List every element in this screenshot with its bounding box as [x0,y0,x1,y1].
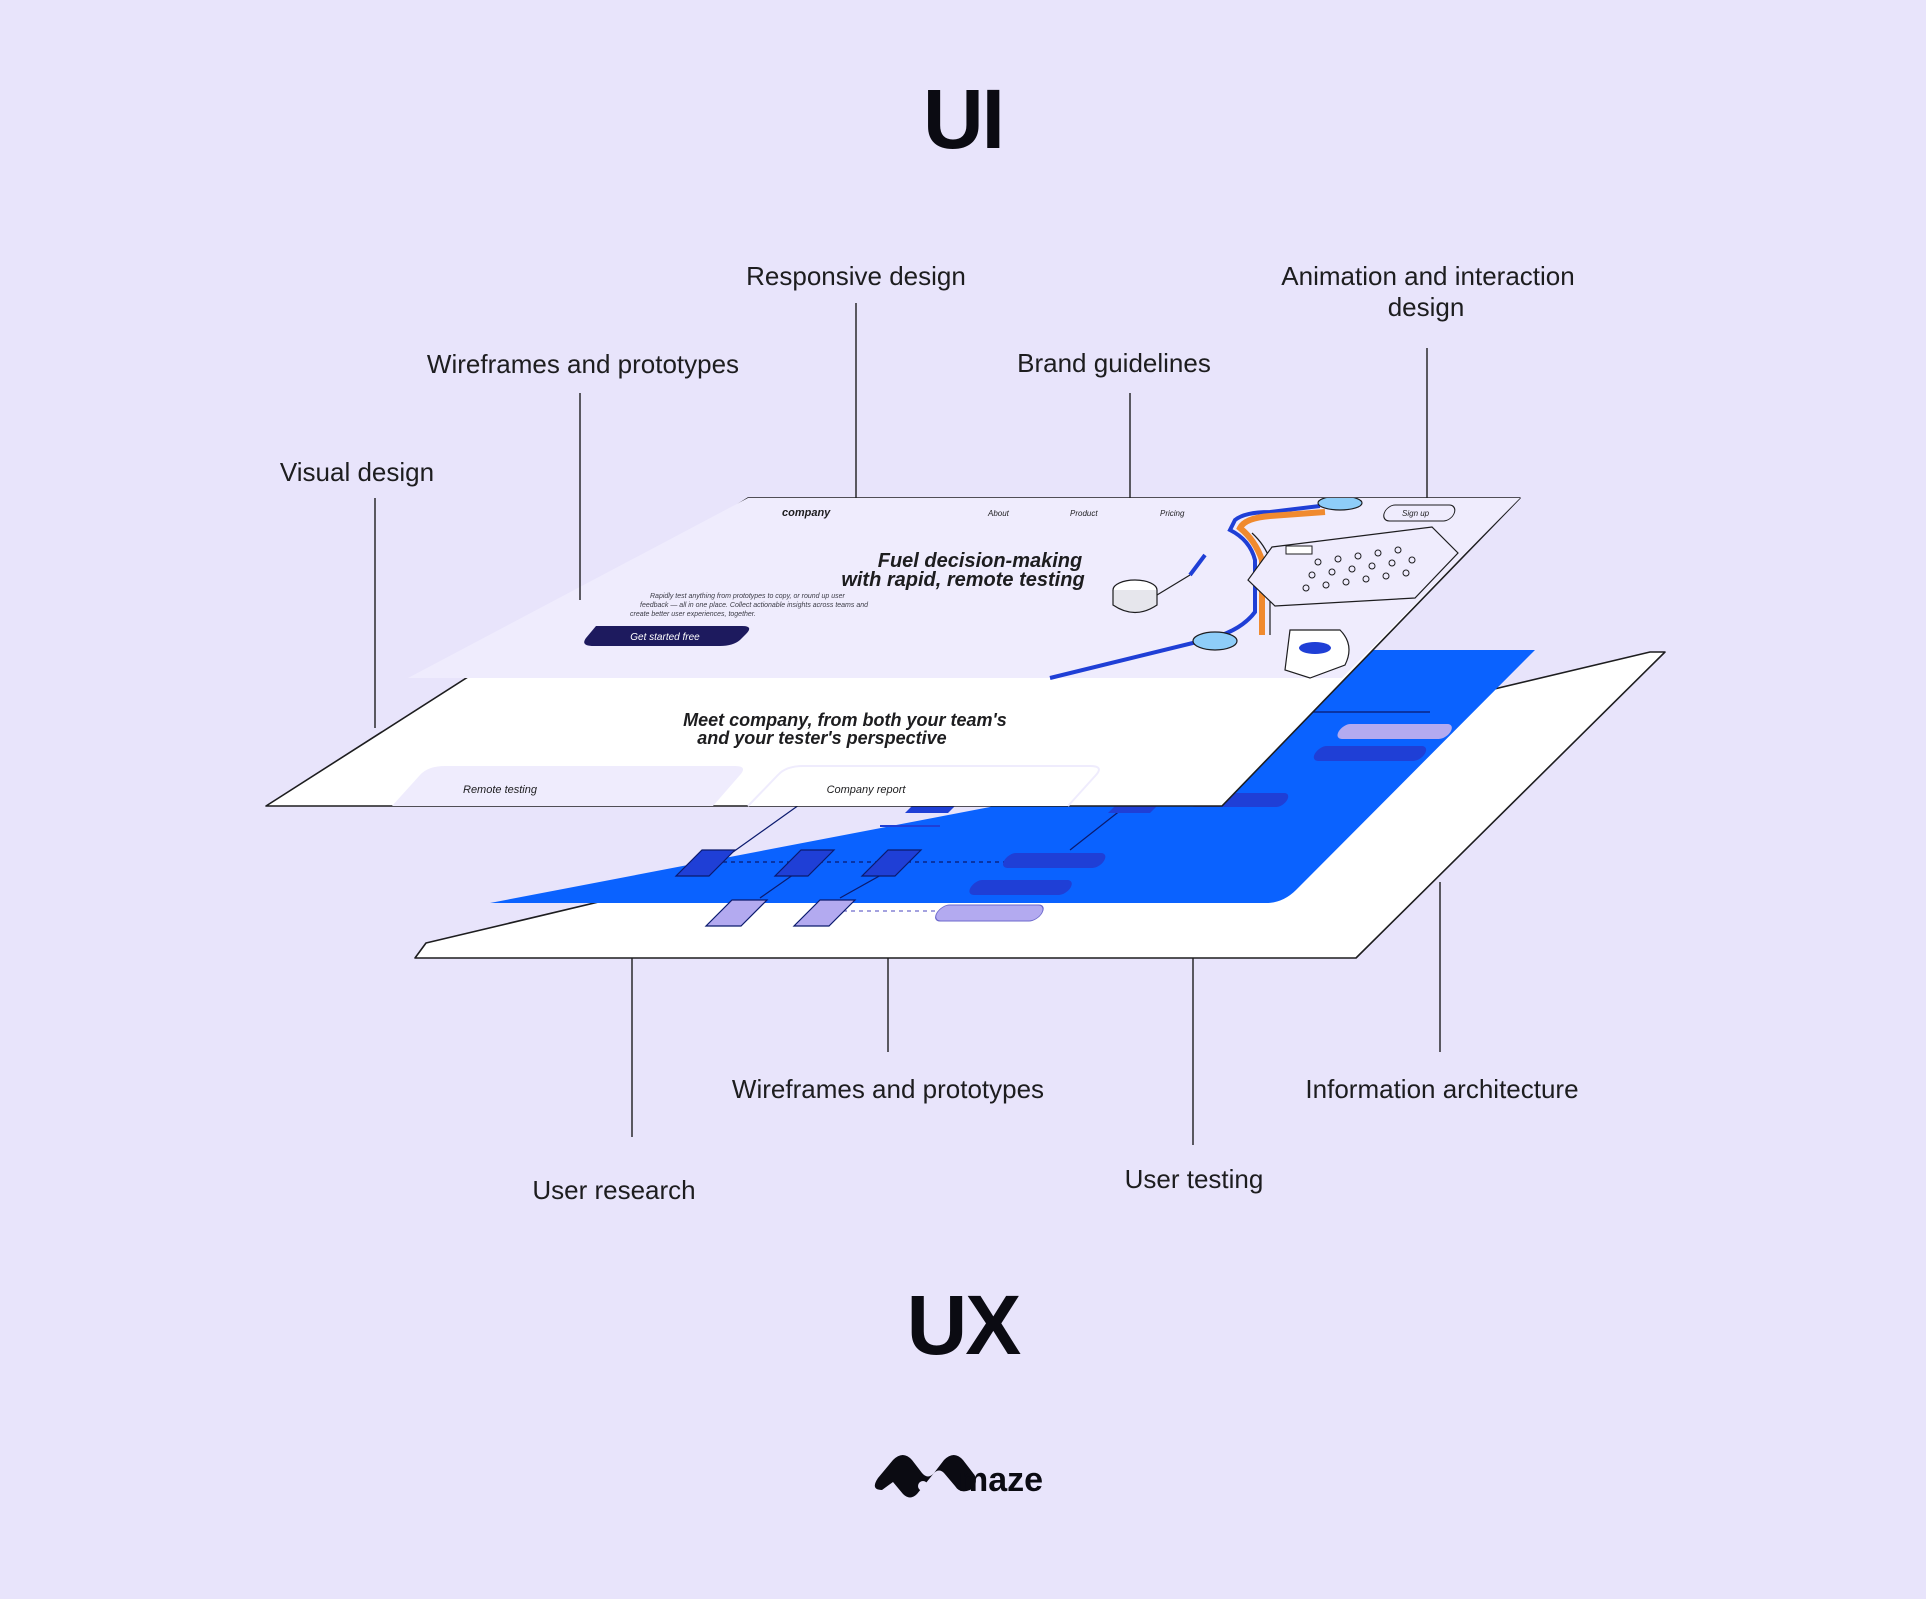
ui-mockup-nav-product[interactable]: Product [1070,509,1098,518]
coil-body [1112,590,1158,614]
maze-logo-icon [874,1455,976,1498]
wireframe-pill-light [1337,724,1452,739]
ui-mockup-cta-label: Get started free [630,632,700,643]
ui-mockup-body-line1: Rapidly test anything from prototypes to… [650,593,845,600]
ui-mockup-tab-remote-testing[interactable] [392,766,744,806]
callout-information-architecture: Information architecture [1305,1074,1578,1104]
pipe-orange [1236,509,1326,635]
panel-dots [1302,546,1416,592]
ui-mockup-signup-label: Sign up [1402,509,1430,518]
wireframe-block [860,849,923,877]
device-light [1299,642,1331,654]
ui-callouts: Visual design Wireframes and prototypes … [280,261,1575,728]
ui-layer: company About Product Pricing Sign up Fu… [265,497,1521,807]
ui-mockup-section-line2: and your tester's perspective [697,728,946,748]
callout-responsive-design: Responsive design [746,261,966,291]
wireframe-block [1108,806,1157,813]
maze-logo: maze [874,1455,1043,1499]
title-ux: UX [907,1278,1022,1372]
callout-user-testing: User testing [1125,1164,1264,1194]
wireframe-pill [969,880,1072,895]
wireframe-block-light [792,899,857,927]
wireframe-block-light [704,899,769,927]
ui-mockup-nav-about[interactable]: About [987,509,1010,518]
wireframe-block [905,806,955,813]
callout-ui-wireframes: Wireframes and prototypes [427,349,739,379]
ui-mockup-body-line3: create better user experiences, together… [630,611,756,618]
device-illustration [1284,629,1350,679]
ui-mockup-cta-button[interactable] [584,626,750,646]
wireframe-block [773,849,836,877]
callout-user-research: User research [532,1175,695,1205]
ui-mockup-tab-remote-testing-label: Remote testing [463,784,538,796]
ui-mockup-nav-pricing[interactable]: Pricing [1160,509,1185,518]
wireframe-pill [1313,746,1427,761]
ui-mockup-logo: company [782,507,831,519]
ux-callouts: User research Wireframes and prototypes … [532,882,1579,1205]
ui-mockup-section-line1: Meet company, from both your team's [683,710,1007,730]
wireframe-pill [1003,853,1106,868]
callout-animation-interaction: Animation and interaction [1281,261,1574,291]
ui-mockup-signup-button[interactable] [1381,504,1457,522]
callout-brand-guidelines: Brand guidelines [1017,348,1211,378]
wireframe-block [674,849,737,877]
pipe-illustration [1049,504,1321,680]
callout-visual-design: Visual design [280,457,434,487]
ui-mockup-tab-company-report[interactable] [747,765,1100,807]
ui-mockup-headline-line1: Fuel decision-making [878,550,1082,572]
coil-wire-blue [1188,553,1207,577]
panel-tab [1285,545,1313,555]
ui-mockup-body-line2: feedback — all in one place. Collect act… [640,602,869,609]
title-ui: UI [923,72,1003,166]
callout-ux-wireframes: Wireframes and prototypes [732,1074,1044,1104]
wireframe-pill-light [935,904,1044,922]
ui-mockup-headline-line2: with rapid, remote testing [841,569,1084,591]
maze-wordmark: maze [958,1461,1043,1499]
pipe-valve [1317,498,1363,511]
callout-animation-interaction-line2: design [1388,292,1465,322]
coil-wire [1156,574,1191,596]
pipe-valve [1192,631,1238,651]
ui-mockup-tab-company-report-label: Company report [827,784,907,796]
